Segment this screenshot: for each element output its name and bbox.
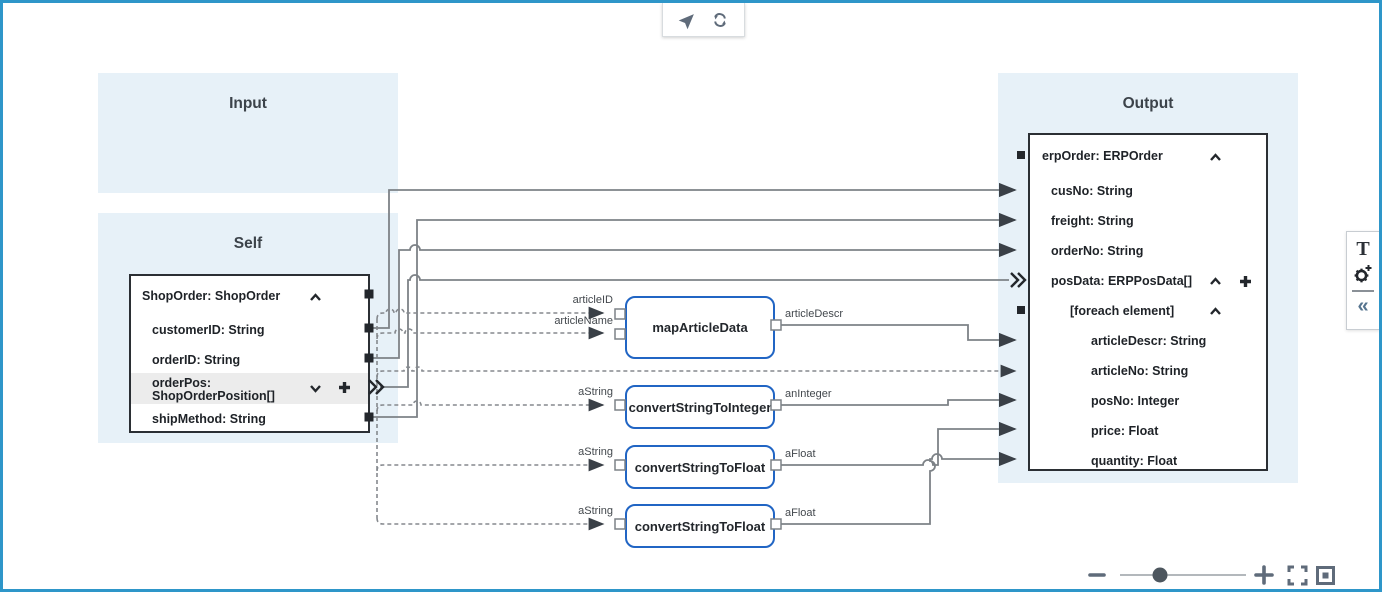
tree-node-shipmethod[interactable]: shipMethod: String <box>152 412 266 426</box>
canvas-toolbar <box>662 3 745 37</box>
tree-node-articledescr[interactable]: articleDescr: String <box>1091 334 1207 348</box>
chevron-up-icon[interactable] <box>1209 277 1222 286</box>
port-label-articledescr: articleDescr <box>785 308 844 320</box>
editor-side-toolbar: T « <box>1346 231 1379 330</box>
input-panel: Input <box>98 73 398 193</box>
add-node-icon[interactable] <box>1239 275 1252 288</box>
self-tree: ShopOrder: ShopOrder customerID: String … <box>129 274 370 433</box>
function-convert-string-to-float-2[interactable]: convertStringToFloat <box>625 504 775 548</box>
tree-node-orderid[interactable]: orderID: String <box>152 353 241 367</box>
tree-node-posdata[interactable]: posData: ERPPosData[] <box>1051 274 1192 288</box>
tree-node-price[interactable]: price: Float <box>1091 424 1159 438</box>
tree-node-quantity[interactable]: quantity: Float <box>1091 454 1178 468</box>
port-label-articleid: articleID <box>572 294 613 306</box>
chevron-up-icon[interactable] <box>309 293 322 302</box>
port-label-astring-2: aString <box>578 446 613 458</box>
tree-node-erporder[interactable]: erpOrder: ERPOrder <box>1042 149 1163 163</box>
tree-ports <box>364 151 1025 422</box>
tree-node-customerid[interactable]: customerID: String <box>152 323 265 337</box>
tree-node-freight[interactable]: freight: String <box>1051 214 1134 228</box>
chevron-up-icon[interactable] <box>1209 153 1222 162</box>
tree-node-foreach[interactable]: [foreach element] <box>1070 304 1175 318</box>
zoom-slider-thumb[interactable] <box>1152 567 1168 583</box>
zoom-out-icon[interactable] <box>1088 566 1106 584</box>
tree-node-articleno[interactable]: articleNo: String <box>1091 364 1189 378</box>
refresh-icon[interactable] <box>710 10 730 30</box>
input-panel-title: Input <box>229 95 267 112</box>
port-label-aninteger: anInteger <box>785 388 832 400</box>
port-label-afloat-1: aFloat <box>785 448 816 460</box>
chevron-down-icon[interactable] <box>309 384 322 393</box>
function-convert-string-to-float-1[interactable]: convertStringToFloat <box>625 445 775 489</box>
port-label-astring-1: aString <box>578 386 613 398</box>
add-function-icon[interactable] <box>1353 264 1373 284</box>
fullscreen-icon[interactable] <box>1287 565 1308 586</box>
port-label-afloat-2: aFloat <box>785 507 816 519</box>
function-map-article-data[interactable]: mapArticleData <box>625 296 775 359</box>
toolbar-divider <box>1352 290 1374 292</box>
tree-node-orderno[interactable]: orderNo: String <box>1051 244 1144 258</box>
text-tool-button[interactable]: T <box>1356 238 1370 260</box>
navigate-icon[interactable] <box>678 10 698 30</box>
output-panel-title: Output <box>1122 95 1174 112</box>
port-label-articlename: articleName <box>554 315 613 327</box>
zoom-slider[interactable] <box>1116 566 1250 584</box>
self-panel-title: Self <box>233 235 263 252</box>
add-node-icon[interactable] <box>338 381 351 394</box>
chevron-up-icon[interactable] <box>1209 307 1222 316</box>
tree-node-posno[interactable]: posNo: Integer <box>1091 394 1180 408</box>
zoom-in-icon[interactable] <box>1254 565 1274 585</box>
output-tree: erpOrder: ERPOrder cusNo: String freight… <box>1028 133 1268 471</box>
tree-node-shoporder[interactable]: ShopOrder: ShopOrder <box>142 289 281 303</box>
tree-node-orderpos[interactable]: orderPos: ShopOrderPosition[] <box>131 373 368 404</box>
function-convert-string-to-integer[interactable]: convertStringToInteger <box>625 385 775 429</box>
tree-node-cusno[interactable]: cusNo: String <box>1051 184 1133 198</box>
port-label-astring-3: aString <box>578 505 613 517</box>
collapse-panel-button[interactable]: « <box>1357 295 1369 317</box>
fit-to-screen-icon[interactable] <box>1315 565 1336 586</box>
